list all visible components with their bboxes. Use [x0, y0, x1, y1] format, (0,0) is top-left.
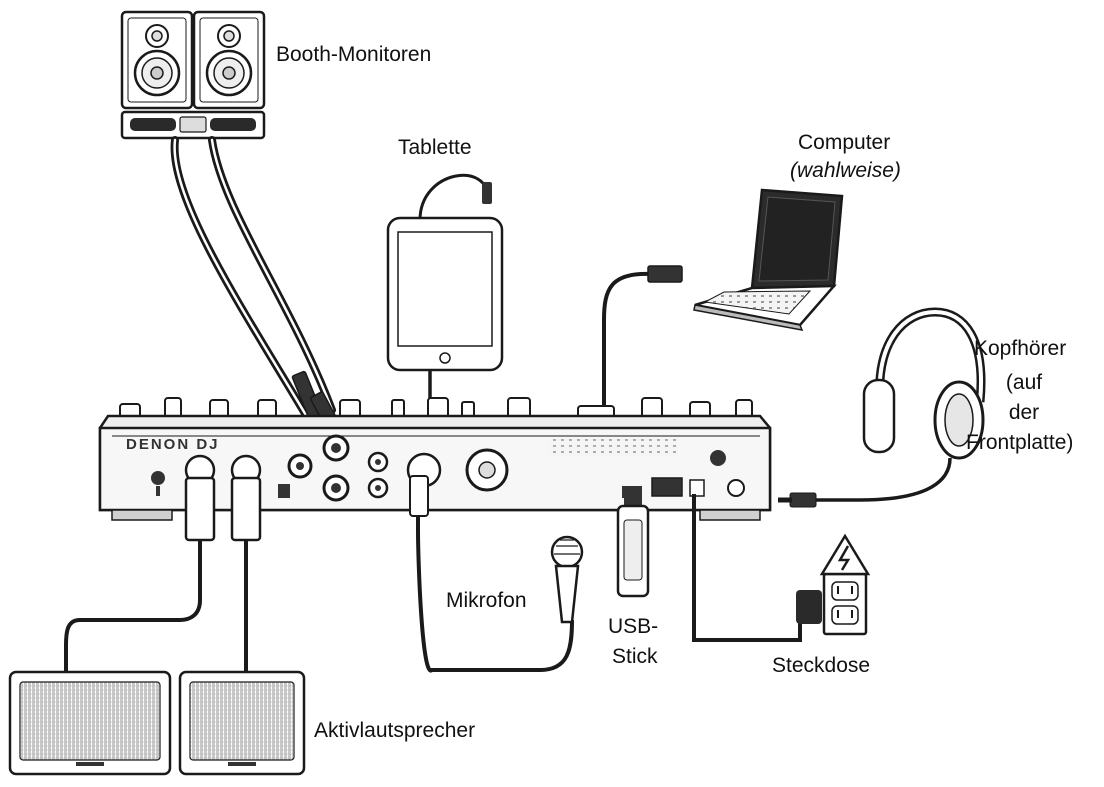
label-usb-stick-line-1: USB- [608, 615, 659, 638]
label-power-outlet: Steckdose [772, 654, 871, 677]
active-speaker-left [8, 670, 172, 776]
booth-monitor-right [192, 10, 266, 110]
label-active-speakers: Aktivlautsprecher [314, 719, 476, 742]
booth-monitors [120, 10, 266, 140]
label-usb-stick-line-2: Stick [612, 645, 658, 668]
usb-stick [616, 492, 650, 598]
power-cable-and-outlet [692, 494, 871, 642]
microphone [409, 475, 584, 673]
label-tablet: Tablette [398, 136, 472, 159]
label-microphone: Mikrofon [446, 589, 527, 612]
label-headphones-note-2: der [1008, 401, 1040, 424]
label-headphones: Kopfhörer [974, 337, 1067, 360]
active-speaker-cables [64, 476, 262, 672]
active-speaker-right [178, 670, 306, 776]
label-booth-monitors: Booth-Monitoren [276, 43, 432, 66]
label-headphones-note-1: (auf [1005, 371, 1043, 394]
label-headphones-note-3: Frontplatte) [966, 431, 1074, 454]
headphones [778, 307, 986, 508]
device-brand: DENON DJ [126, 436, 220, 453]
dj-controller-rear [98, 397, 772, 521]
booth-monitor-left [120, 10, 194, 110]
tablet [386, 173, 504, 471]
laptop-computer [693, 188, 844, 331]
booth-amplifier [120, 110, 266, 140]
label-computer-optional: (wahlweise) [790, 159, 901, 182]
label-computer: Computer [798, 131, 891, 154]
booth-monitor-cables [170, 136, 345, 439]
